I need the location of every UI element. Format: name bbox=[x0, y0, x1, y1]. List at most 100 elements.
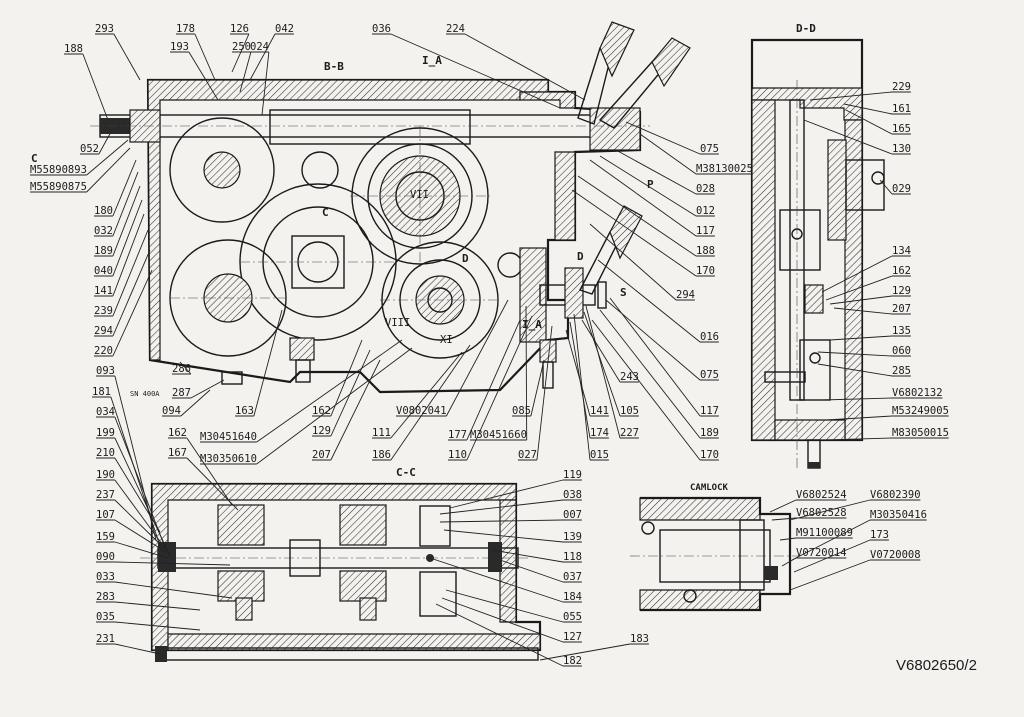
part-callout-dd-130: 130 bbox=[892, 143, 911, 155]
callout-leader bbox=[625, 121, 701, 155]
callout-leader bbox=[114, 541, 169, 559]
callout-leader bbox=[113, 33, 141, 81]
part-callout-left-cc-181: 181 bbox=[92, 386, 111, 398]
part-callout-dd-285: 285 bbox=[892, 365, 911, 377]
section-mark-s: S bbox=[620, 286, 627, 299]
cc-view bbox=[140, 482, 542, 662]
callout-leader bbox=[583, 311, 621, 417]
callout-leader bbox=[98, 129, 113, 155]
callout-leader bbox=[114, 561, 231, 566]
callout-leader bbox=[491, 549, 564, 563]
part-callout-left-cc-034: 034 bbox=[96, 406, 115, 418]
part-callout-right-bb-028: 028 bbox=[696, 183, 715, 195]
callout-leader bbox=[829, 295, 893, 305]
callout-leader bbox=[439, 499, 564, 515]
part-callout-bottom-bb-163: 163 bbox=[235, 405, 254, 417]
camlock-view bbox=[630, 496, 800, 612]
section-mark-c-left: C bbox=[31, 152, 38, 165]
callout-leader bbox=[112, 159, 137, 217]
part-callout-bottom-bb-186: 186 bbox=[372, 449, 391, 461]
part-callout-left-cc-210: 210 bbox=[96, 447, 115, 459]
callout-leader bbox=[615, 149, 697, 195]
part-callout-bottom-bb-129: 129 bbox=[312, 425, 331, 437]
section-mark-d1: D bbox=[462, 252, 469, 265]
callout-leader bbox=[817, 363, 893, 377]
part-callout-camlock-m30350416: M30350416 bbox=[870, 509, 927, 521]
part-callout-bottom-bb-015: 015 bbox=[590, 449, 609, 461]
part-callout-camlock-v6802524: V6802524 bbox=[796, 489, 847, 501]
part-callout-dd-207: 207 bbox=[892, 303, 911, 315]
callout-leader bbox=[114, 437, 171, 557]
callout-leader bbox=[441, 597, 564, 643]
callout-leader bbox=[112, 185, 141, 257]
part-callout-bottom-bb-174: 174 bbox=[590, 427, 609, 439]
callout-leader bbox=[769, 499, 797, 513]
part-callout-bottom-bb-227: 227 bbox=[620, 427, 639, 439]
callout-leader bbox=[779, 537, 797, 541]
part-callout-right-cc-183: 183 bbox=[630, 633, 649, 645]
callout-leader bbox=[112, 171, 139, 237]
part-callout-left-cc-162: 162 bbox=[168, 427, 187, 439]
part-callout-top-178: 178 bbox=[176, 23, 195, 35]
part-callout-right-cc-038: 038 bbox=[563, 489, 582, 501]
callout-leader bbox=[789, 559, 871, 591]
part-callout-top-126: 126 bbox=[230, 23, 249, 35]
part-callout-left-cc-159: 159 bbox=[96, 531, 115, 543]
callout-leader bbox=[112, 199, 143, 277]
callout-leader bbox=[435, 603, 564, 667]
callout-leader bbox=[188, 51, 219, 101]
stamp-text: SN 400A bbox=[130, 390, 160, 398]
part-callout-left-cc-090: 090 bbox=[96, 551, 115, 563]
part-callout-left-bb-040: 040 bbox=[94, 265, 113, 277]
callout-leader bbox=[585, 305, 621, 439]
callout-leader bbox=[466, 315, 533, 461]
part-callout-dd-162: 162 bbox=[892, 265, 911, 277]
part-callout-camlock-173: 173 bbox=[870, 529, 889, 541]
callout-leader bbox=[179, 361, 192, 375]
section-mark-c: C bbox=[322, 206, 329, 219]
callout-leader bbox=[112, 249, 151, 337]
part-callout-top-042: 042 bbox=[275, 23, 294, 35]
callout-leader bbox=[114, 457, 161, 533]
leader-lines bbox=[30, 33, 949, 667]
callout-leader bbox=[825, 415, 893, 421]
part-callout-bottom-bb-243: 243 bbox=[620, 371, 639, 383]
callout-leader bbox=[82, 53, 109, 121]
part-callout-camlock-m91100089: M91100089 bbox=[796, 527, 853, 539]
callout-leader bbox=[390, 344, 471, 461]
callout-leader bbox=[817, 351, 893, 357]
part-callout-right-cc-055: 055 bbox=[563, 611, 582, 623]
callout-leader bbox=[390, 351, 463, 439]
part-callout-top-024: 024 bbox=[250, 41, 269, 53]
callout-leader bbox=[330, 359, 381, 461]
part-callout-dd-m53249005: M53249005 bbox=[892, 405, 949, 417]
shaft-label-vii: VII bbox=[410, 189, 429, 201]
part-callout-right-bb-188: 188 bbox=[696, 245, 715, 257]
callout-leader bbox=[429, 557, 564, 603]
drawing-number: V6802650/2 bbox=[896, 657, 977, 674]
callout-leader bbox=[86, 147, 131, 193]
callout-leader bbox=[539, 643, 631, 661]
callout-leader bbox=[253, 309, 283, 417]
callout-leader bbox=[449, 479, 564, 509]
callout-leader bbox=[536, 325, 553, 461]
callout-leader bbox=[565, 329, 591, 417]
part-callout-top-250: 250 bbox=[232, 41, 251, 53]
part-callout-left-bb-052: 052 bbox=[80, 143, 99, 155]
callout-leader bbox=[789, 499, 871, 521]
callout-leader bbox=[439, 519, 564, 523]
bb-view bbox=[90, 21, 691, 394]
callout-leader bbox=[581, 319, 621, 383]
callout-leader bbox=[843, 103, 893, 115]
callout-leader bbox=[445, 589, 564, 623]
part-callout-left-bb-m55890875: M55890875 bbox=[30, 181, 87, 193]
callout-leader bbox=[609, 297, 701, 417]
callout-leader bbox=[571, 189, 697, 277]
callout-leader bbox=[114, 601, 201, 611]
dd-view bbox=[750, 38, 885, 470]
callout-leader bbox=[446, 299, 509, 417]
callout-leader bbox=[833, 307, 893, 315]
part-callout-left-cc-093: 093 bbox=[96, 365, 115, 377]
part-callout-top-188: 188 bbox=[64, 43, 83, 55]
part-callout-bottom-bb-v0802041: V0802041 bbox=[396, 405, 447, 417]
